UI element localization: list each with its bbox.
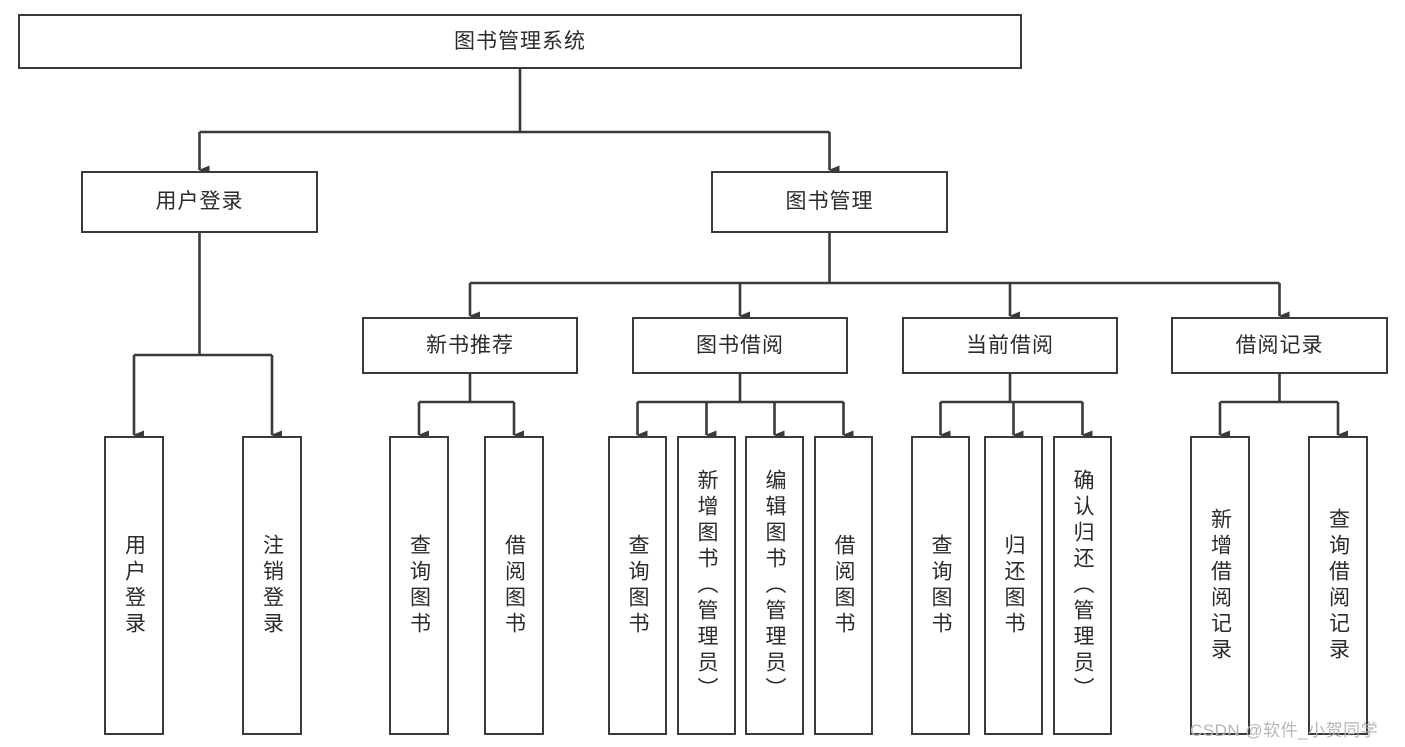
node-label: 编辑图书（管理员） <box>763 468 787 703</box>
node-label: 新书推荐 <box>426 333 514 357</box>
node-user-login[interactable]: 用户登录 <box>81 171 318 233</box>
csdn-watermark: CSDN @软件_小贺同学 <box>1190 721 1379 740</box>
node-leaf-confirm-return[interactable]: 确认归还（管理员） <box>1053 436 1112 735</box>
node-label: 归还图书 <box>1002 533 1026 638</box>
node-root[interactable]: 图书管理系统 <box>18 14 1022 69</box>
node-leaf-logout[interactable]: 注销登录 <box>242 436 302 735</box>
node-label: 借阅图书 <box>832 533 856 638</box>
node-leaf-query-book-cur[interactable]: 查询图书 <box>911 436 970 735</box>
node-label: 当前借阅 <box>966 333 1054 357</box>
node-leaf-query-book-borrow[interactable]: 查询图书 <box>608 436 667 735</box>
node-label: 用户登录 <box>122 533 146 638</box>
node-label: 用户登录 <box>155 190 244 214</box>
node-label: 新增借阅记录 <box>1208 507 1232 664</box>
node-label: 图书管理系统 <box>454 29 586 53</box>
node-leaf-query-book-rec[interactable]: 查询图书 <box>389 436 449 735</box>
node-leaf-borrow-book-rec[interactable]: 借阅图书 <box>484 436 544 735</box>
node-leaf-add-record[interactable]: 新增借阅记录 <box>1190 436 1250 735</box>
node-leaf-edit-book[interactable]: 编辑图书（管理员） <box>745 436 804 735</box>
node-label: 借阅记录 <box>1235 333 1324 357</box>
node-current-borrow[interactable]: 当前借阅 <box>902 317 1118 374</box>
node-label: 图书管理 <box>785 190 874 214</box>
node-leaf-borrow-book[interactable]: 借阅图书 <box>814 436 873 735</box>
node-book-manage[interactable]: 图书管理 <box>711 171 948 233</box>
node-label: 查询图书 <box>626 533 650 638</box>
node-label: 查询图书 <box>929 533 953 638</box>
node-leaf-query-record[interactable]: 查询借阅记录 <box>1308 436 1368 735</box>
node-new-book-rec[interactable]: 新书推荐 <box>362 317 578 374</box>
node-leaf-return-book[interactable]: 归还图书 <box>984 436 1043 735</box>
node-label: 确认归还（管理员） <box>1071 468 1095 703</box>
node-book-borrow[interactable]: 图书借阅 <box>632 317 848 374</box>
node-leaf-add-book[interactable]: 新增图书（管理员） <box>677 436 736 735</box>
node-label: 查询图书 <box>407 533 431 638</box>
node-label: 借阅图书 <box>502 533 526 638</box>
node-label: 注销登录 <box>260 533 284 638</box>
node-leaf-user-login[interactable]: 用户登录 <box>104 436 164 735</box>
node-label: 查询借阅记录 <box>1326 507 1350 664</box>
node-borrow-record[interactable]: 借阅记录 <box>1171 317 1388 374</box>
node-label: 图书借阅 <box>696 333 784 357</box>
node-label: 新增图书（管理员） <box>695 468 719 703</box>
